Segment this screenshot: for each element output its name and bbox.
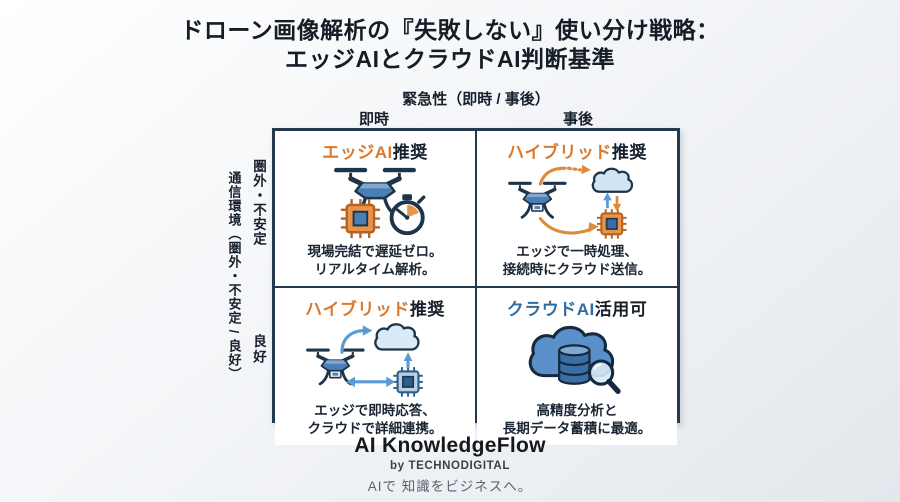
brand-name: AI KnowledgeFlow	[354, 434, 546, 457]
arrowhead	[362, 325, 373, 336]
page-title-line1: ドローン画像解析の『失敗しない』使い分け戦略：	[180, 17, 720, 43]
quadrant-hybrid-online-title: ハイブリッド推奨	[305, 295, 445, 320]
row-label-good: 良好	[251, 334, 266, 365]
brand-tagline: AIで 知識をビジネスへ。	[367, 479, 533, 494]
page-title: ドローン画像解析の『失敗しない』使い分け戦略： エッジAIとクラウドAI判断基準	[0, 16, 900, 74]
arrowhead	[588, 222, 599, 233]
quadrant-cloud-ai: クラウドAI活用可	[477, 288, 677, 446]
drone-glyph	[508, 181, 567, 219]
page-title-line2: エッジAIとクラウドAI判断基準	[285, 45, 615, 72]
quadrant-title-highlight: ハイブリッド	[507, 143, 612, 162]
brand-byline: by TECHNODIGITAL	[390, 460, 510, 472]
arrow-drone-to-cloud	[340, 329, 365, 354]
drone-glyph	[306, 348, 365, 386]
arrowhead-up	[403, 352, 413, 362]
quadrant-title-rest: 推奨	[409, 300, 445, 320]
chip-glyph	[393, 367, 423, 397]
arrow-drone-to-cloud	[538, 166, 583, 186]
arrowhead	[581, 164, 591, 175]
cloud-database-magnifier-icon	[514, 320, 640, 402]
quadrant-title-highlight: クラウドAI	[506, 300, 595, 320]
drone-cloud-chip-orange-icon	[491, 163, 663, 243]
arrowhead-right	[386, 376, 395, 388]
quadrant-edge-ai-caption: 現場完結で遅延ゼロ。 リアルタイム解析。	[308, 243, 443, 278]
x-axis-title: 緊急性（即時 / 事後）	[402, 91, 550, 108]
caption-line: リアルタイム解析。	[314, 261, 436, 277]
column-label-immediate: 即時	[358, 111, 389, 128]
quadrant-edge-ai: エッジAI推奨	[275, 131, 475, 287]
row-label-unstable: 圏外・不安定	[251, 158, 266, 246]
caption-line: 現場完結で遅延ゼロ。	[307, 244, 443, 259]
stopwatch-glyph	[389, 194, 426, 236]
quadrant-hybrid-offline-caption: エッジで一時処理、 接続時にクラウド送信。	[503, 243, 652, 278]
arrowhead-up	[603, 192, 612, 201]
caption-line: クラウドで詳細連携。	[307, 420, 443, 436]
quadrant-title-rest: 活用可	[594, 300, 648, 320]
column-label-after: 事後	[562, 111, 593, 128]
quadrant-hybrid-offline: ハイブリッド推奨	[477, 131, 677, 287]
cloud-glyph	[591, 167, 634, 193]
chip-glyph	[597, 209, 627, 239]
drone-cloud-chip-blue-icon	[289, 320, 461, 402]
caption-line: エッジで一時処理、	[516, 244, 638, 259]
quadrant-cloud-ai-caption: 高精度分析と 長期データ蓄積に最適。	[503, 402, 652, 437]
cloud-glyph	[374, 323, 420, 351]
quadrant-title-rest: 推奨	[392, 143, 428, 162]
caption-line: 接続時にクラウド送信。	[502, 261, 652, 277]
drone-chip-stopwatch-icon	[291, 163, 459, 243]
database-glyph	[558, 344, 591, 385]
footer: AI KnowledgeFlow by TECHNODIGITAL AIで 知識…	[0, 434, 900, 495]
arrowhead-down	[612, 203, 622, 212]
caption-line: 長期データ蓄積に最適。	[502, 420, 652, 436]
quadrant-edge-ai-title: エッジAI推奨	[322, 138, 428, 163]
quadrant-hybrid-online-caption: エッジで即時応答、 クラウドで詳細連携。	[308, 402, 443, 437]
decision-matrix: エッジAI推奨	[272, 128, 680, 446]
caption-line: 高精度分析と	[536, 403, 618, 419]
quadrant-title-highlight: ハイブリッド	[305, 300, 410, 320]
quadrant-title-highlight: エッジAI	[322, 143, 393, 162]
arrow-drone-to-chip	[538, 217, 593, 235]
caption-line: エッジで即時応答、	[314, 403, 436, 419]
chip-glyph	[340, 199, 380, 239]
quadrant-title-rest: 推奨	[611, 143, 647, 162]
y-axis-title: 通信環境（圏外・不安定 / 良好）	[226, 170, 242, 381]
quadrant-cloud-ai-title: クラウドAI活用可	[507, 295, 648, 320]
quadrant-hybrid-offline-title: ハイブリッド推奨	[507, 138, 647, 163]
arrowhead-left	[346, 376, 355, 388]
magnifier-glyph	[587, 359, 621, 395]
quadrant-hybrid-online: ハイブリッド推奨	[275, 288, 475, 446]
